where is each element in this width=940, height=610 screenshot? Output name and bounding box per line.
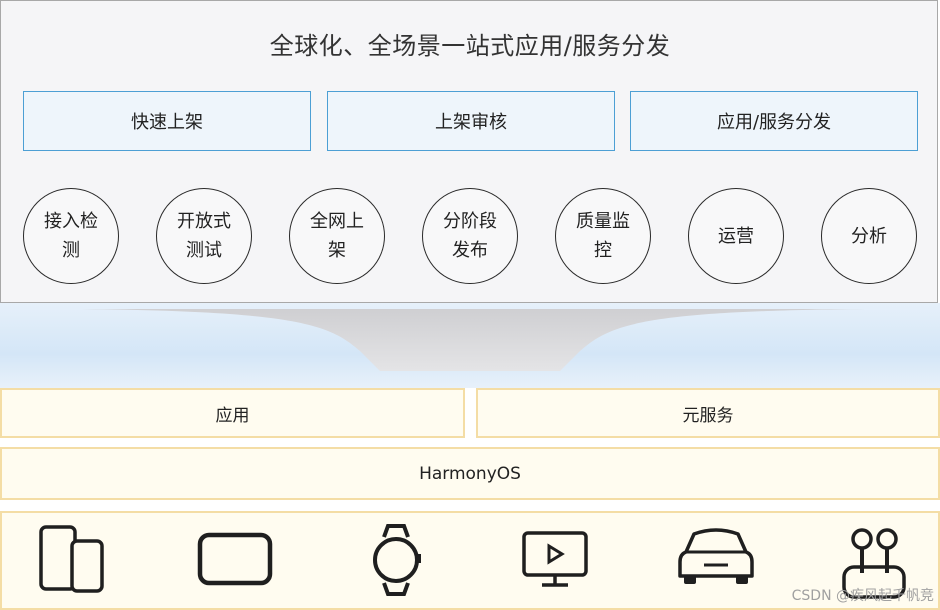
step-label: 分析	[851, 225, 887, 247]
step-phased-release: 分阶段发布	[422, 188, 518, 284]
step-label: 接入检测	[44, 211, 98, 261]
step-access-testing: 接入检测	[23, 188, 119, 284]
phone-icon	[39, 525, 104, 593]
watermark: CSDN @疾风起千帆竞	[791, 588, 934, 604]
step-operations: 运营	[688, 188, 784, 284]
watch-icon	[373, 524, 421, 596]
step-label: 运营	[718, 225, 754, 247]
feature-quick-listing: 快速上架	[23, 91, 311, 151]
step-full-network-listing: 全网上架	[289, 188, 385, 284]
funnel-shape	[75, 309, 865, 371]
step-label: 质量监控	[576, 211, 630, 261]
funnel-arrow	[0, 303, 940, 388]
tablet-icon	[197, 532, 273, 586]
step-label: 开放式测试	[177, 211, 231, 261]
layer-app: 应用	[0, 388, 465, 438]
layer-label: HarmonyOS	[419, 463, 521, 484]
layer-harmonyos: HarmonyOS	[0, 447, 940, 500]
step-analysis: 分析	[821, 188, 917, 284]
earbuds-icon	[842, 528, 906, 599]
step-label: 分阶段发布	[443, 211, 497, 261]
page-title: 全球化、全场景一站式应用/服务分发	[269, 32, 671, 60]
feature-label: 应用/服务分发	[716, 112, 832, 133]
car-icon	[678, 528, 754, 584]
step-quality-monitoring: 质量监控	[555, 188, 651, 284]
feature-listing-review: 上架审核	[327, 91, 615, 151]
layer-label: 应用	[215, 405, 250, 426]
feature-app-service-distribution: 应用/服务分发	[630, 91, 918, 151]
layer-label: 元服务	[682, 405, 734, 426]
layer-atomic-service: 元服务	[476, 388, 940, 438]
tv-icon	[522, 531, 588, 587]
device-row	[0, 511, 940, 610]
step-label: 全网上架	[310, 211, 364, 261]
feature-label: 上架审核	[435, 112, 507, 133]
step-open-testing: 开放式测试	[156, 188, 252, 284]
feature-label: 快速上架	[131, 112, 203, 133]
